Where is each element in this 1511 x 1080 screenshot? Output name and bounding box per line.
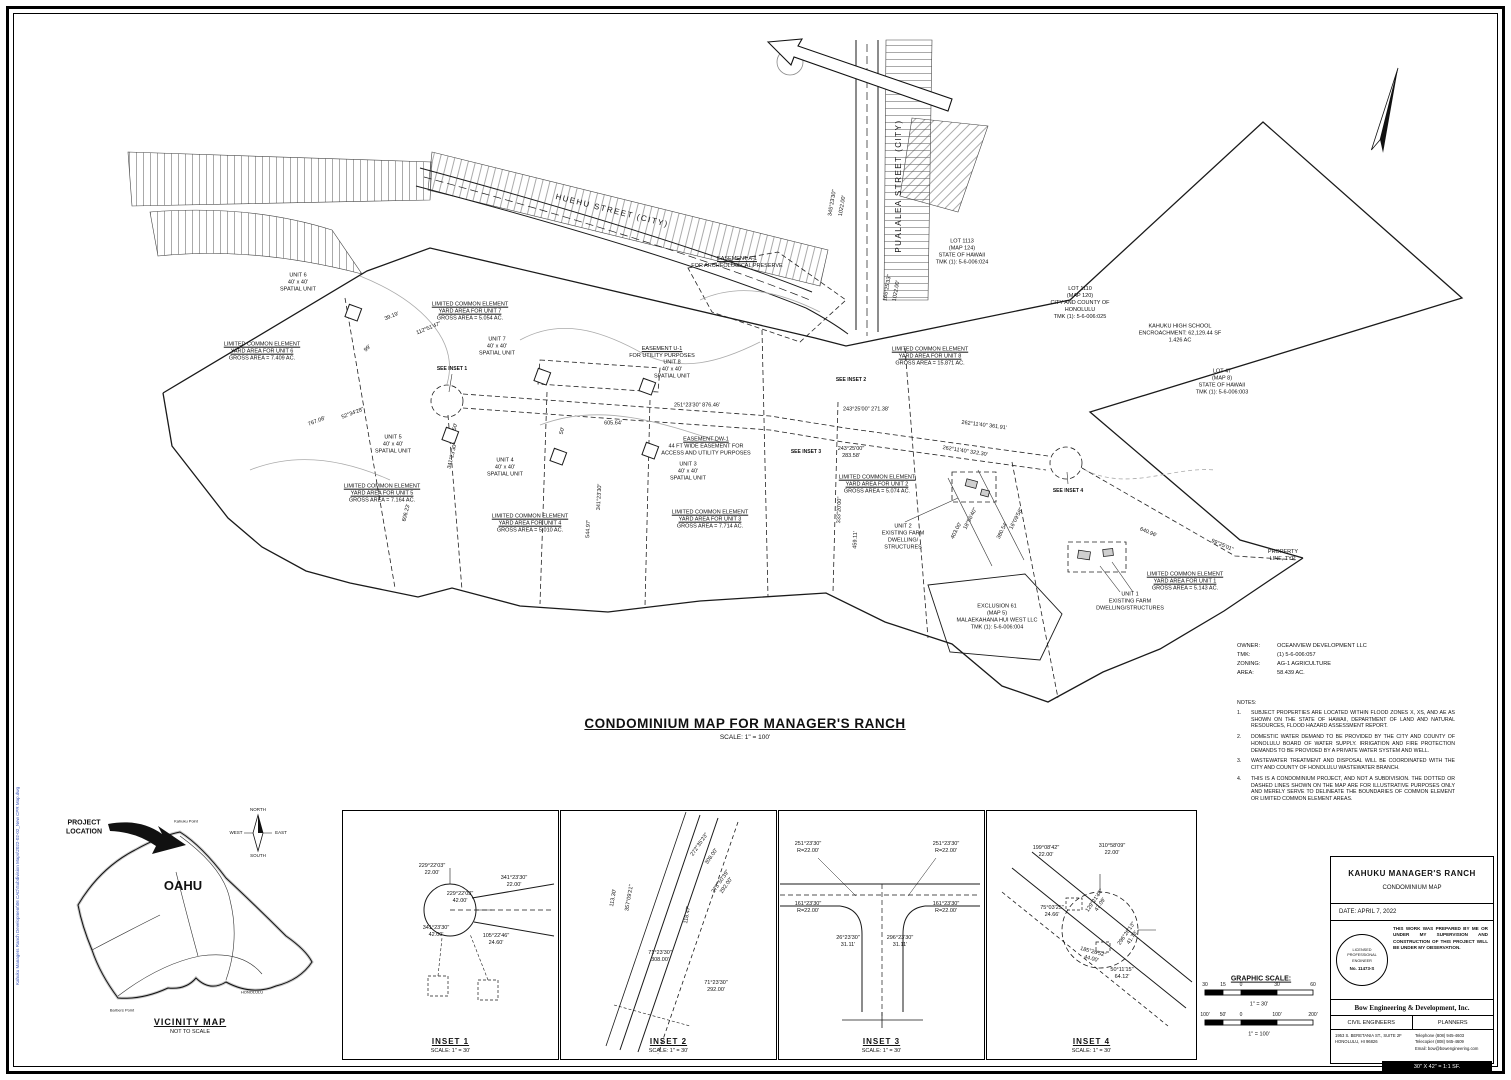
area-value: 58.439 AC. bbox=[1277, 669, 1305, 676]
note-text: DOMESTIC WATER DEMAND TO BE PROVIDED BY … bbox=[1251, 734, 1455, 754]
role-civil-engineers: CIVIL ENGINEERS bbox=[1331, 1016, 1413, 1029]
inset-2-caption: INSET 2 SCALE: 1" = 30' bbox=[561, 1037, 776, 1054]
sheet-size-bar: 30" X 42" = 1:1 SF. bbox=[1382, 1061, 1492, 1072]
firm-contact-row: 1953 S. BERETANIA ST., SUITE 2F HONOLULU… bbox=[1331, 1030, 1493, 1063]
note-text: SUBJECT PROPERTIES ARE LOCATED WITHIN FL… bbox=[1251, 709, 1455, 730]
inset-3-scale: SCALE: 1" = 30' bbox=[861, 1048, 902, 1054]
note-item: 1. SUBJECT PROPERTIES ARE LOCATED WITHIN … bbox=[1237, 710, 1455, 730]
inset-2-title: INSET 2 bbox=[649, 1037, 688, 1046]
license-number: No. 11473-S bbox=[1349, 965, 1375, 971]
owner-row: ZONING: AG-1 AGRICULTURE bbox=[1237, 660, 1367, 669]
certification-row: LICENSED PROFESSIONAL ENGINEER No. 11473… bbox=[1331, 921, 1493, 1000]
note-number: 3. bbox=[1237, 758, 1242, 765]
sheet-type: CONDOMINIUM MAP bbox=[1382, 885, 1442, 891]
firm-roles-row: CIVIL ENGINEERS PLANNERS bbox=[1331, 1016, 1493, 1030]
inset-4-caption: INSET 4 SCALE: 1" = 30' bbox=[987, 1037, 1196, 1054]
date-row: DATE: APRIL 7, 2022 bbox=[1331, 904, 1493, 921]
telecopier-line: Telecopier (808) 945-4609 bbox=[1415, 1039, 1464, 1045]
owner-row: TMK: (1) 5-6-006:057 bbox=[1237, 651, 1367, 660]
note-item: 4. THIS IS A CONDOMINIUM PROJECT, AND NOT… bbox=[1237, 776, 1455, 803]
inset-4-title: INSET 4 bbox=[1072, 1037, 1111, 1046]
note-number: 4. bbox=[1237, 775, 1242, 782]
notes-block: NOTES: 1. SUBJECT PROPERTIES ARE LOCATED … bbox=[1237, 700, 1455, 807]
zoning-key: ZONING: bbox=[1237, 660, 1261, 667]
note-number: 1. bbox=[1237, 709, 1242, 716]
inset-1-scale: SCALE: 1" = 30' bbox=[430, 1048, 471, 1054]
note-item: 3. WASTEWATER TREATMENT AND DISPOSAL WILL… bbox=[1237, 758, 1455, 772]
address-line: HONOLULU, HI 96826 bbox=[1335, 1039, 1378, 1045]
pe-stamp: LICENSED PROFESSIONAL ENGINEER No. 11473… bbox=[1331, 921, 1393, 999]
owner-key: OWNER: bbox=[1237, 643, 1260, 649]
pe-stamp-seal: LICENSED PROFESSIONAL ENGINEER No. 11473… bbox=[1336, 934, 1388, 986]
project-name: KAHUKU MANAGER'S RANCH bbox=[1348, 869, 1476, 878]
inset-3-box: INSET 3 SCALE: 1" = 30' bbox=[778, 810, 985, 1060]
stamp-text: PROFESSIONAL bbox=[1347, 953, 1377, 958]
address-line: 1953 S. BERETANIA ST., SUITE 2F bbox=[1335, 1033, 1402, 1038]
inset-3-title: INSET 3 bbox=[862, 1037, 901, 1046]
owner-row: OWNER: OCEANVIEW DEVELOPMENT LLC bbox=[1237, 642, 1367, 651]
zoning-value: AG-1 AGRICULTURE bbox=[1277, 660, 1331, 667]
area-key: AREA: bbox=[1237, 669, 1254, 676]
telephone-line: Telephone (808) 945-4603 bbox=[1415, 1033, 1465, 1038]
inset-3-caption: INSET 3 SCALE: 1" = 30' bbox=[779, 1037, 984, 1054]
tmk-value: (1) 5-6-006:057 bbox=[1277, 651, 1316, 658]
note-item: 2. DOMESTIC WATER DEMAND TO BE PROVIDED B… bbox=[1237, 734, 1455, 754]
note-text: THIS IS A CONDOMINIUM PROJECT, AND NOT A… bbox=[1251, 775, 1455, 802]
vicinity-map-caption: VICINITY MAP NOT TO SCALE bbox=[110, 1017, 270, 1035]
firm-phone-email: Telephone (808) 945-4603 Telecopier (808… bbox=[1415, 1033, 1489, 1060]
vicinity-map-subtitle: NOT TO SCALE bbox=[169, 1029, 211, 1035]
inset-2-scale: SCALE: 1" = 30' bbox=[648, 1048, 689, 1054]
inset-1-caption: INSET 1 SCALE: 1" = 30' bbox=[343, 1037, 558, 1054]
inset-1-box: INSET 1 SCALE: 1" = 30' bbox=[342, 810, 559, 1060]
owner-value: OCEANVIEW DEVELOPMENT LLC bbox=[1277, 643, 1367, 649]
note-text: WASTEWATER TREATMENT AND DISPOSAL WILL B… bbox=[1251, 758, 1455, 771]
firm-address: 1953 S. BERETANIA ST., SUITE 2F HONOLULU… bbox=[1335, 1033, 1409, 1060]
inset-1-title: INSET 1 bbox=[431, 1037, 470, 1046]
note-number: 2. bbox=[1237, 734, 1242, 740]
role-planners: PLANNERS bbox=[1437, 1019, 1468, 1026]
map-scale-note: SCALE: 1" = 100' bbox=[719, 734, 771, 741]
title-block: KAHUKU MANAGER'S RANCH CONDOMINIUM MAP D… bbox=[1330, 856, 1494, 1064]
firm-name: Bow Engineering & Development, Inc. bbox=[1331, 1000, 1493, 1016]
inset-2-box: INSET 2 SCALE: 1" = 30' bbox=[560, 810, 777, 1060]
owner-row: AREA: 58.439 AC. bbox=[1237, 669, 1367, 678]
vicinity-map-title: VICINITY MAP bbox=[153, 1017, 227, 1027]
tmk-key: TMK: bbox=[1237, 651, 1251, 658]
title-block-name-row: KAHUKU MANAGER'S RANCH CONDOMINIUM MAP bbox=[1331, 857, 1493, 904]
inset-4-scale: SCALE: 1" = 30' bbox=[1071, 1048, 1112, 1054]
inset-4-box: INSET 4 SCALE: 1" = 30' bbox=[986, 810, 1197, 1060]
email-line: Email: bow@bowengineering.com bbox=[1415, 1045, 1479, 1051]
stamp-text: ENGINEER bbox=[1352, 958, 1372, 963]
map-title-block: CONDOMINIUM MAP FOR MANAGER'S RANCH SCAL… bbox=[455, 716, 1035, 741]
owner-info-block: OWNER: OCEANVIEW DEVELOPMENT LLC TMK: (1) … bbox=[1237, 642, 1367, 678]
file-path-sidenote: Kahuku Managers Ranch Development\06 CAD… bbox=[15, 786, 20, 985]
certification-text: THIS WORK WAS PREPARED BY ME OR UNDER MY… bbox=[1393, 926, 1488, 951]
map-title: CONDOMINIUM MAP FOR MANAGER'S RANCH bbox=[584, 716, 906, 731]
stamp-text: LICENSED bbox=[1352, 947, 1372, 952]
notes-heading: NOTES: bbox=[1237, 700, 1257, 706]
